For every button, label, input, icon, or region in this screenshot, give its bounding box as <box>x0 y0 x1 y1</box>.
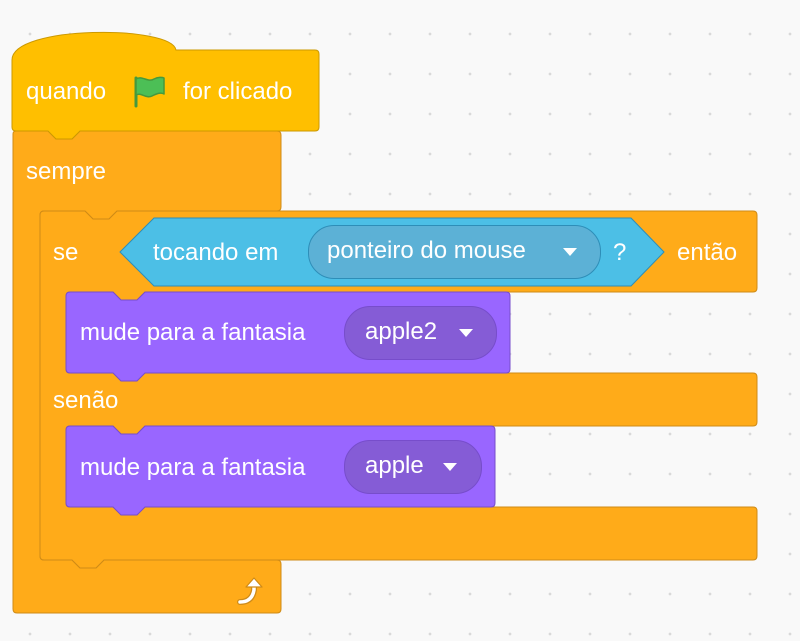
touching-label: tocando em <box>153 239 279 266</box>
hat-prefix-label: quando <box>26 78 107 105</box>
touching-object-value: ponteiro do mouse <box>327 237 526 264</box>
if-else-block[interactable] <box>39 210 758 569</box>
costume-dropdown-if[interactable]: apple2 <box>344 306 497 360</box>
touching-object-dropdown[interactable]: ponteiro do mouse <box>308 225 601 279</box>
green-flag-icon <box>134 76 165 108</box>
hat-suffix-label: for clicado <box>183 78 293 105</box>
costume-value-else: apple <box>365 452 424 479</box>
chevron-down-icon <box>459 329 473 337</box>
question-mark-label: ? <box>613 239 627 266</box>
switch-costume-label-if: mude para a fantasia <box>80 319 306 346</box>
costume-dropdown-else[interactable]: apple <box>344 440 482 494</box>
else-label: senão <box>53 387 119 414</box>
if-label: se <box>53 239 79 266</box>
loop-arrow-icon <box>237 577 263 605</box>
then-label: então <box>677 239 738 266</box>
chevron-down-icon <box>563 248 577 256</box>
switch-costume-label-else: mude para a fantasia <box>80 454 306 481</box>
chevron-down-icon <box>443 463 457 471</box>
forever-label: sempre <box>26 158 107 185</box>
costume-value-if: apple2 <box>365 318 438 345</box>
when-flag-clicked-block[interactable] <box>11 31 320 140</box>
